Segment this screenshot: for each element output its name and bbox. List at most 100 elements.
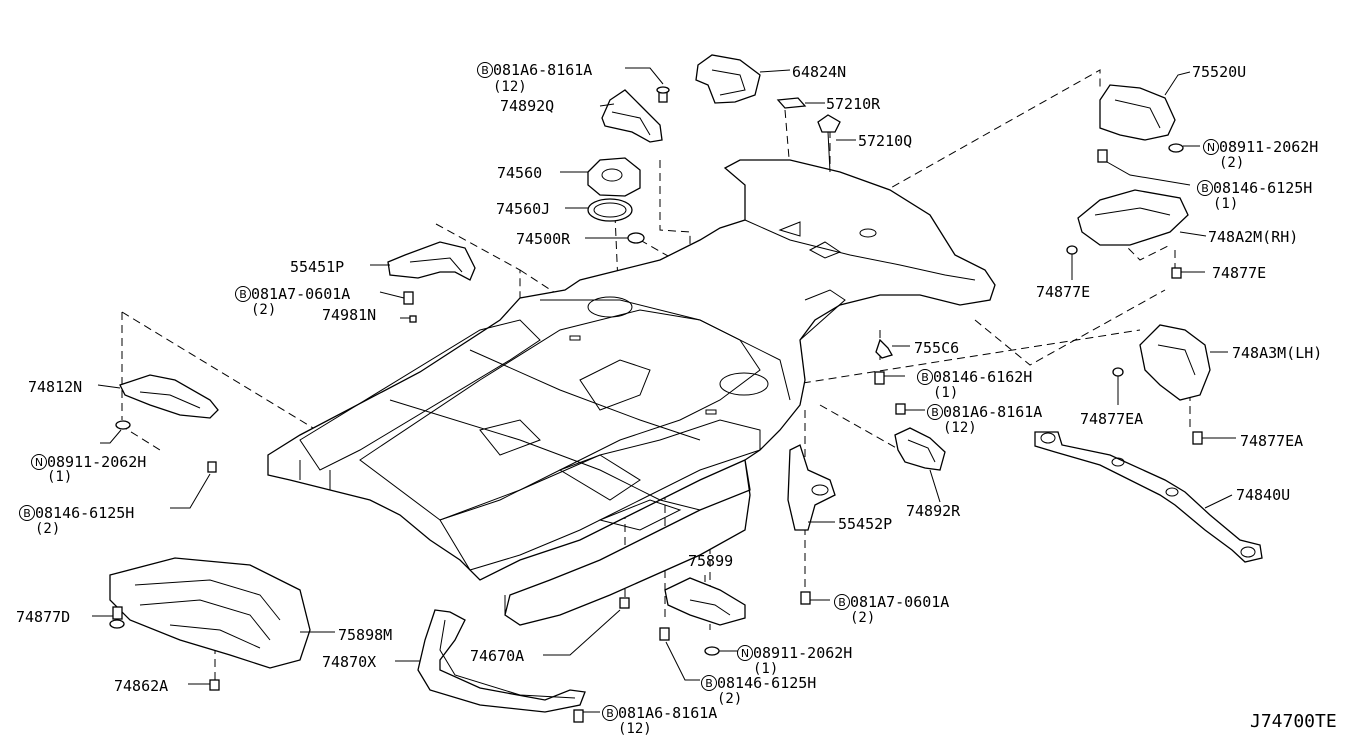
part-74870x: [395, 609, 586, 713]
part-number: 74560: [497, 164, 542, 182]
part-number: 74500R: [516, 230, 571, 248]
part-74670a: [543, 597, 630, 656]
clip-74877ea-right: [1192, 431, 1236, 445]
prefix-letter: N: [741, 647, 749, 660]
part-number: 55452P: [838, 515, 892, 533]
callout-748a2m-rh-: 748A2M(RH): [1208, 228, 1298, 246]
clip-74877e-right: [1171, 267, 1205, 279]
callout-74560: 74560: [497, 164, 542, 182]
part-number: 74892R: [906, 502, 961, 520]
part-number: 64824N: [792, 63, 846, 81]
part-74892q: [599, 89, 663, 143]
quantity: (1): [753, 661, 778, 677]
callout-74670a: 74670A: [470, 647, 524, 665]
quantity: (2): [1219, 155, 1244, 171]
callout-75520u: 75520U: [1192, 63, 1246, 81]
part-number: 081A6-8161A: [943, 403, 1042, 421]
prefix-letter: B: [931, 406, 939, 419]
part-number: 081A6-8161A: [493, 61, 592, 79]
part-74500r: [585, 232, 645, 244]
part-74840u: [1034, 431, 1263, 563]
part-74892r: [894, 427, 946, 503]
part-number: 74840U: [1236, 486, 1290, 504]
quantity: (12): [493, 79, 527, 95]
prefix-circle: [1197, 180, 1213, 196]
part-55451p: [370, 241, 476, 281]
prefix-circle: [917, 369, 933, 385]
part-number: 74670A: [470, 647, 524, 665]
bolt-55451p: [379, 291, 414, 305]
part-55452p: [787, 444, 836, 531]
callout-55451p: 55451P: [290, 258, 344, 276]
callout-081a6-8161a: B 081A6-8161A(12): [927, 403, 1042, 436]
part-number: 74870X: [322, 653, 376, 671]
diagram-code: J74700TE: [1250, 711, 1337, 732]
part-57210r: [776, 97, 825, 109]
callout-74560j: 74560J: [496, 200, 550, 218]
quantity: (12): [943, 420, 977, 436]
callout-74892r: 74892R: [906, 502, 961, 520]
callout-74981n: 74981N: [322, 306, 376, 324]
callout-74892q: 74892Q: [500, 97, 554, 115]
bolt-75520u: [1097, 149, 1191, 186]
washer-75899: [704, 646, 738, 656]
bolt-left: [170, 461, 217, 509]
part-number: 748A3M(LH): [1232, 344, 1322, 362]
callout-74840u: 74840U: [1236, 486, 1290, 504]
quantity: (1): [933, 385, 958, 401]
part-74560j: [565, 198, 633, 222]
part-number: 08146-6125H: [1213, 179, 1312, 197]
part-74812n: [97, 374, 219, 419]
part-number: 74981N: [322, 306, 376, 324]
part-number: 081A7-0601A: [251, 285, 350, 303]
part-number: 755C6: [914, 339, 959, 357]
part-75520u: [1099, 71, 1191, 141]
callout-74877ea: 74877EA: [1240, 432, 1303, 450]
part-number: 74812N: [28, 378, 82, 396]
callout-75898m: 75898M: [338, 626, 392, 644]
quantity: (2): [35, 521, 60, 537]
prefix-circle: [19, 505, 35, 521]
quantity: (2): [251, 302, 276, 318]
part-number: 55451P: [290, 258, 344, 276]
callout-74862a: 74862A: [114, 677, 168, 695]
part-748a3m: [1139, 324, 1228, 401]
part-64824n: [695, 54, 791, 104]
bolt-74892r: [895, 403, 925, 415]
bolt-top: [625, 67, 670, 103]
prefix-circle: [31, 454, 47, 470]
callout-74812n: 74812N: [28, 378, 82, 396]
part-74877d: [92, 606, 125, 629]
prefix-letter: B: [239, 288, 247, 301]
callout-755c6: 755C6: [914, 339, 959, 357]
callout-74877ea: 74877EA: [1080, 410, 1143, 428]
part-74981n: [400, 315, 417, 323]
prefix-letter: N: [1207, 141, 1215, 154]
callout-081a7-0601a: B 081A7-0601A(2): [235, 285, 350, 318]
callout-74870x: 74870X: [322, 653, 376, 671]
quantity: (2): [717, 691, 742, 707]
prefix-circle: [235, 286, 251, 302]
part-number: 081A6-8161A: [618, 704, 717, 722]
part-number: 74877EA: [1240, 432, 1303, 450]
part-number: 08146-6125H: [717, 674, 816, 692]
bolt-74870x: [573, 709, 600, 723]
washer-75520u: [1168, 143, 1200, 153]
clip-74877ea-left: [1112, 367, 1124, 405]
part-number: 74877EA: [1080, 410, 1143, 428]
part-748a2m: [1077, 189, 1207, 246]
quantity: (12): [618, 721, 652, 736]
